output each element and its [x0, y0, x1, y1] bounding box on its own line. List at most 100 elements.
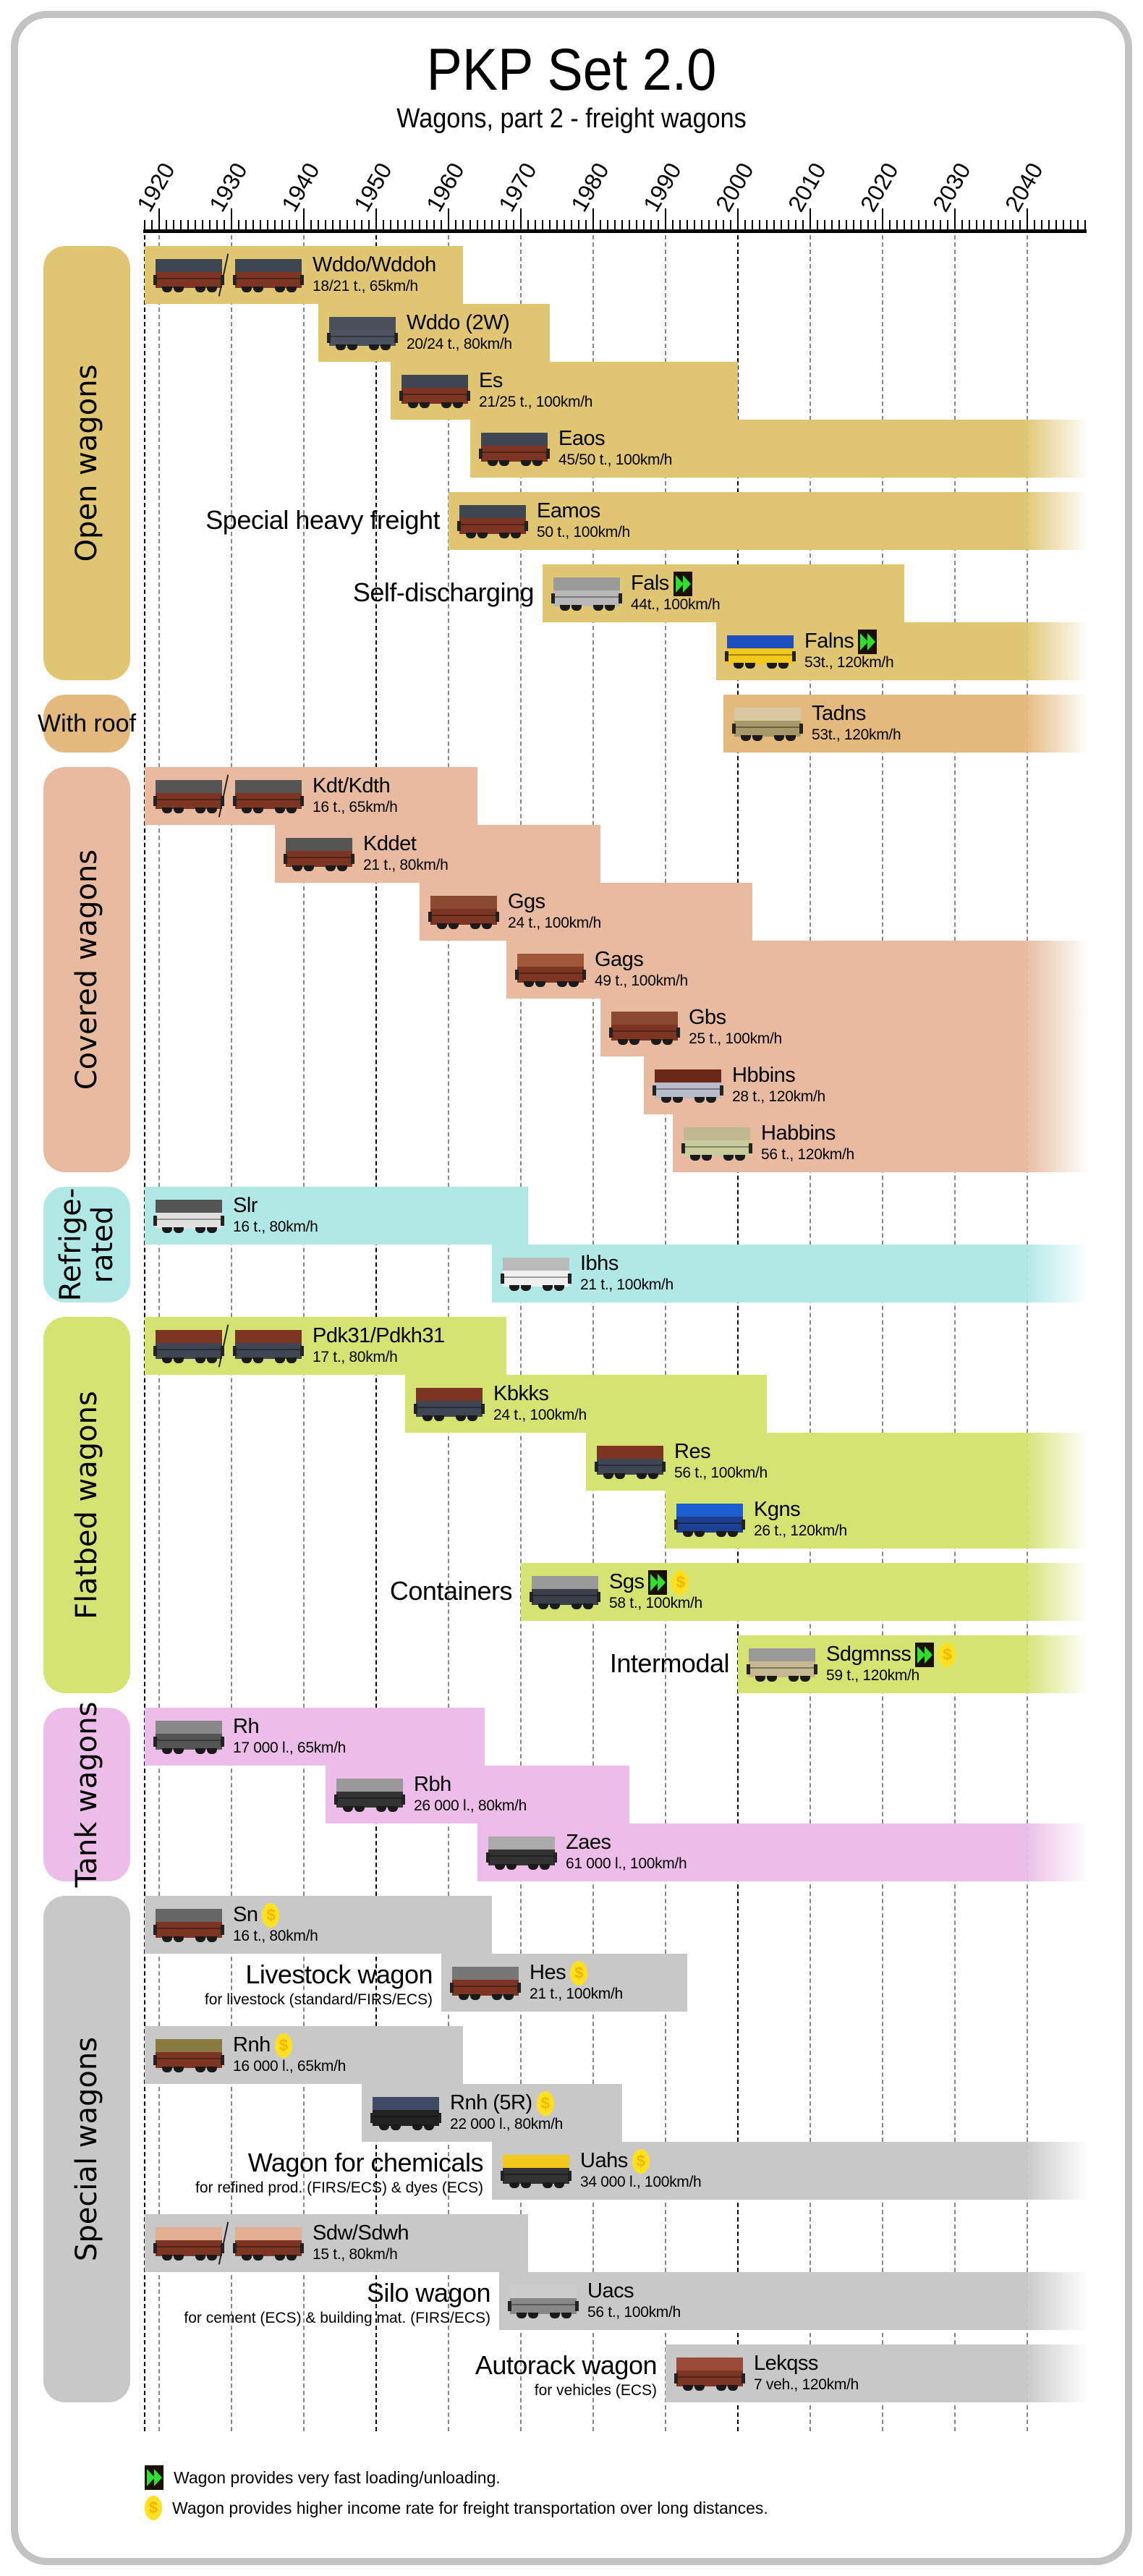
- wagon-name: Fals: [631, 572, 692, 597]
- wagon-name: Uacs: [587, 2279, 634, 2303]
- minor-tick: [1063, 220, 1064, 230]
- group-panel-covered-wagons: Covered wagons: [43, 767, 130, 1172]
- wagon-body: [235, 1343, 302, 1359]
- wagon-wheel: [694, 1097, 705, 1103]
- wagon-sprite-icon: [674, 2357, 745, 2391]
- wagon-wheel: [207, 287, 217, 292]
- minor-tick: [600, 220, 601, 230]
- wagon-name-text: Kddet: [363, 832, 417, 855]
- wagon-name: Hbbins: [732, 1064, 796, 1088]
- wagon-body: [553, 590, 620, 606]
- minor-tick: [889, 220, 891, 230]
- wagon-wheel: [286, 2255, 297, 2261]
- minor-tick: [607, 220, 608, 230]
- wagon-buffer: [233, 275, 237, 285]
- wagon-body: [503, 2168, 569, 2184]
- wagon-spec: 59 t., 120km/h: [826, 1667, 919, 1684]
- minor-tick: [636, 220, 637, 230]
- wagon-wheel: [242, 808, 252, 813]
- wagon-name-text: Habbins: [761, 1122, 836, 1145]
- wagon-wheel: [453, 402, 463, 408]
- wagon-name: Kbkks: [493, 1382, 549, 1406]
- major-tick: [665, 208, 666, 230]
- wagon-buffer: [153, 275, 157, 285]
- wagon-wheel: [767, 1676, 777, 1682]
- wagon-sprite-icon: [153, 780, 224, 813]
- wagon-roof: [510, 2285, 577, 2298]
- major-tick: [303, 208, 305, 230]
- wagon-sprite-icon: [334, 1779, 405, 1812]
- wagon-wheel: [517, 2313, 527, 2318]
- wagon-spec: 22 000 l., 80km/h: [450, 2116, 563, 2132]
- wagon-roof: [401, 375, 468, 388]
- wagon-roof: [488, 1836, 555, 1850]
- minor-tick: [390, 220, 391, 230]
- wagon-spec: 26 t., 120km/h: [754, 1522, 847, 1539]
- wagon-spec: 18/21 t., 65km/h: [313, 278, 418, 295]
- minor-tick: [542, 220, 543, 230]
- group-panel-tank-wagons: Tank wagons: [43, 1702, 130, 1887]
- wagon-spec: 56 t., 100km/h: [587, 2304, 681, 2321]
- wagon-spec: 28 t., 120km/h: [732, 1088, 825, 1105]
- group-label: Special wagons: [70, 2036, 103, 2262]
- wagon-buffer: [568, 2171, 572, 2181]
- wagon-wheel: [422, 1415, 433, 1421]
- wagon-roof: [684, 1127, 750, 1140]
- wagon-buffer: [394, 333, 398, 343]
- wagon-wheel: [207, 1748, 217, 1754]
- minor-tick: [347, 220, 348, 230]
- wagon-wheel: [162, 1936, 172, 1942]
- wagon-spec: 15 t., 80km/h: [313, 2246, 398, 2263]
- wagon-wheel: [618, 1039, 628, 1045]
- wagon-wheel: [524, 981, 534, 987]
- wagon-roof: [503, 1258, 569, 1271]
- wagon-wheel: [195, 1748, 205, 1754]
- group-panel-special-wagons: Special wagons: [43, 1896, 130, 2402]
- wagon-wheel: [242, 2255, 252, 2261]
- wagon-spec: 17 t., 80km/h: [313, 1349, 398, 1365]
- minor-tick: [549, 220, 551, 230]
- group-label: Covered wagons: [70, 849, 103, 1090]
- wagon-name: Sgs$: [609, 1570, 689, 1596]
- wagon-buffer: [524, 521, 528, 531]
- wagon-buffer: [595, 1462, 598, 1472]
- group-panel-with-roof: With roof: [38, 695, 136, 753]
- wagon-buffer: [233, 796, 237, 806]
- wagon-buffer: [553, 1852, 557, 1863]
- wagon-wheel: [540, 1864, 550, 1870]
- major-tick: [1027, 208, 1028, 230]
- category-sublabel: for refined prod. (FIRS/ECS) & dyes (ECS…: [195, 2179, 483, 2196]
- wagon-roof: [553, 577, 620, 590]
- wagon-sprite-icon: [153, 1721, 224, 1754]
- wagon-body: [655, 1082, 721, 1098]
- minor-tick: [498, 220, 500, 230]
- wagon-buffer: [551, 593, 555, 603]
- wagon-roof: [235, 1330, 302, 1343]
- wagon-spec: 25 t., 100km/h: [689, 1030, 782, 1047]
- minor-tick: [477, 220, 478, 230]
- minor-tick: [629, 220, 630, 230]
- wagon-wheel: [437, 923, 447, 929]
- wagon-wheel: [195, 808, 205, 813]
- wagon-wheel: [683, 1531, 693, 1537]
- wagon-sprite-icon: [551, 577, 622, 611]
- wagon-sprite-icon: [233, 259, 304, 292]
- minor-tick: [383, 220, 384, 230]
- minor-tick: [433, 220, 435, 230]
- minor-tick: [209, 220, 211, 230]
- wagon-spec: 34 000 l., 100km/h: [580, 2174, 702, 2190]
- minor-tick: [571, 220, 572, 230]
- wagon-buffer: [221, 2055, 224, 2065]
- wagon-wheel: [661, 1097, 671, 1103]
- fast-loading-icon: [915, 1643, 935, 1668]
- wagon-wheel: [706, 1097, 716, 1103]
- wagon-spec: 24 t., 100km/h: [493, 1407, 587, 1423]
- wagon-name-text: Wddo/Wddoh: [313, 253, 436, 276]
- wagon-name-text: Wddo (2W): [407, 311, 510, 334]
- minor-tick: [802, 220, 804, 230]
- wagon-wheel: [470, 923, 480, 929]
- wagon-wheel: [543, 1285, 553, 1291]
- minor-tick: [860, 220, 862, 230]
